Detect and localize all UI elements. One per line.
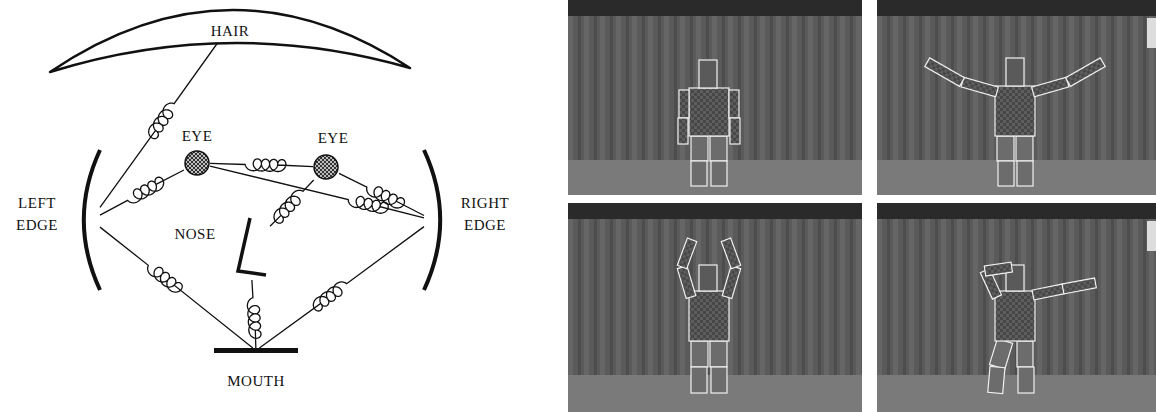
edge-arc (84, 150, 100, 290)
node-shape (214, 348, 298, 353)
curtain (568, 0, 862, 195)
limb-box (710, 136, 727, 161)
photo-panel (877, 203, 1156, 412)
limb-box (691, 341, 708, 367)
eye-dot (185, 151, 209, 175)
photo-panel (568, 0, 862, 195)
limb-box (1066, 58, 1106, 87)
node-shape (424, 150, 442, 290)
edge-feature: LEFT EDGE (82, 150, 100, 290)
floor (568, 160, 862, 195)
spring-connector (100, 43, 217, 207)
ceiling (568, 203, 862, 219)
head-box (699, 265, 717, 291)
limb-box (925, 58, 965, 87)
limb-box (710, 341, 727, 367)
limb-box (729, 90, 739, 118)
eye-dot (314, 155, 338, 179)
spring-connector (247, 280, 261, 348)
limb-box (711, 367, 727, 393)
spring-connector (210, 166, 424, 218)
edge-feature: RIGHT EDGE (424, 150, 442, 290)
spring-connector (339, 173, 424, 215)
limb-box (730, 118, 740, 144)
torso-box (689, 291, 729, 341)
limb-box (677, 238, 696, 269)
feature-label: EYE (167, 125, 227, 147)
lamp (1147, 221, 1156, 251)
limb-box (1016, 136, 1033, 161)
edge-arc (424, 150, 440, 290)
photo-panel (877, 0, 1156, 195)
eye-feature: EYE (184, 150, 210, 176)
feature-label: NOSE (166, 223, 224, 245)
feature-label: HAIR (50, 20, 410, 42)
limb-box (691, 161, 707, 186)
node-shape (184, 150, 210, 176)
photo-panel (568, 203, 862, 412)
nose-stroke (238, 218, 266, 275)
feature-label: MOUTH (206, 370, 306, 392)
limb-box (988, 366, 1005, 393)
mouth-bar (214, 348, 298, 353)
curtain (877, 203, 1156, 412)
limb-box (722, 266, 740, 299)
torso-box (995, 291, 1035, 341)
curtain (568, 203, 862, 412)
limb-box (691, 367, 707, 393)
limb-box (711, 161, 727, 186)
limb-box (1017, 341, 1033, 367)
mouth-feature: MOUTH (214, 348, 298, 353)
limb-box (997, 136, 1014, 161)
ceiling (877, 0, 1156, 16)
limb-box (1017, 161, 1033, 186)
spring-connector (100, 227, 253, 348)
spring-connector (210, 159, 313, 172)
limb-box (1018, 367, 1034, 393)
feature-label: RIGHT EDGE (444, 192, 526, 236)
node-shape (82, 150, 100, 290)
limb-box (989, 339, 1012, 369)
head-box (699, 60, 717, 88)
body-model (925, 58, 1105, 186)
limb-box (677, 266, 695, 299)
ceiling (568, 0, 862, 16)
hair-region: HAIR (50, 8, 410, 43)
curtain (877, 0, 1156, 195)
torso-box (689, 88, 729, 136)
limb-box (1032, 284, 1064, 300)
body-model (980, 262, 1096, 393)
lamp (1147, 18, 1156, 48)
limb-box (679, 90, 689, 118)
eye-feature: EYE (313, 154, 339, 180)
limb-box (984, 262, 1012, 276)
torso-box (995, 86, 1035, 136)
node-shape (230, 215, 270, 280)
spring-connector (259, 227, 424, 348)
floor (877, 375, 1156, 412)
node-shape (313, 154, 339, 180)
floor (877, 160, 1156, 195)
limb-box (721, 238, 740, 269)
limb-box (961, 77, 998, 97)
limb-box (691, 136, 708, 161)
limb-box (678, 118, 688, 144)
head-box (1006, 58, 1024, 86)
body-model (677, 238, 740, 393)
spring-connector (100, 170, 184, 215)
spring-connector (270, 180, 314, 226)
feature-label: EYE (303, 127, 363, 149)
ceiling (877, 203, 1156, 219)
hair-outline (50, 10, 410, 72)
limb-box (1062, 278, 1096, 294)
nose-feature: NOSE (230, 215, 270, 280)
limb-box (1032, 77, 1069, 97)
limb-box (998, 161, 1014, 186)
body-model (678, 60, 740, 186)
feature-label: LEFT EDGE (2, 192, 72, 236)
